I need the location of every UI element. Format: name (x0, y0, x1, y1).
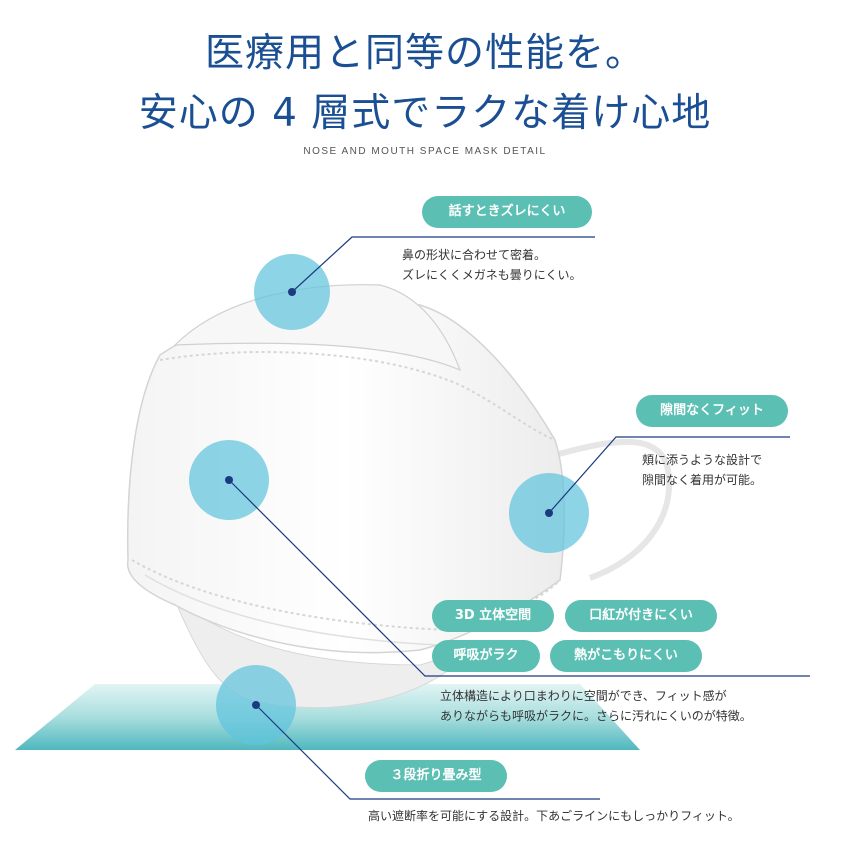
desc-space-line1: 立体構造により口まわりに空間ができ、フィット感が (440, 689, 727, 703)
title-line-1: 医療用と同等の性能を。 (204, 31, 645, 76)
callout-dot (545, 509, 553, 517)
subtitle: NOSE AND MOUTH SPACE MASK DETAIL (303, 146, 547, 157)
title-line-2: 安心の 4 層式でラクな着け心地 (138, 91, 712, 136)
desc-space-line2: ありながらも呼吸がラクに。さらに汚れにくいのが特徴。 (440, 709, 752, 723)
pill-lipstick: 口紅が付きにくい (565, 600, 717, 632)
mask-seam (144, 574, 441, 646)
mask-seam (159, 351, 556, 441)
desc-fit-line1: 頬に添うような設計で (642, 453, 763, 467)
desc-nose: 鼻の形状に合わせて密着。 ズレにくくメガネも曇りにくい。 (402, 245, 582, 285)
desc-fold-line1: 高い遮断率を可能にする設計。下あごラインにもしっかりフィット。 (368, 809, 740, 823)
desc-fit: 頬に添うような設計で 隙間なく着用が可能。 (642, 450, 762, 490)
pill-heat: 熱がこもりにくい (550, 640, 702, 672)
pill-gapless-fit: 隙間なくフィット (636, 395, 788, 427)
leader-line-fold (255, 704, 600, 800)
platform (15, 684, 640, 750)
callout-dot (288, 288, 296, 296)
desc-nose-line1: 鼻の形状に合わせて密着。 (402, 248, 547, 262)
pill-three-fold: ３段折り畳み型 (365, 760, 507, 792)
ear-strap (554, 438, 673, 581)
leader-line-space (228, 479, 810, 677)
pill-nose-fit: 話すときズレにくい (422, 196, 592, 228)
leader-line-fit (548, 436, 790, 514)
desc-space: 立体構造により口まわりに空間ができ、フィット感が ありながらも呼吸がラクに。さら… (440, 686, 752, 726)
leader-line-nose (291, 236, 595, 293)
callout-dot (252, 701, 260, 709)
desc-fold: 高い遮断率を可能にする設計。下あごラインにもしっかりフィット。 (368, 806, 740, 826)
desc-fit-line2: 隙間なく着用が可能。 (642, 473, 763, 487)
pill-breathing: 呼吸がラク (432, 640, 540, 672)
pill-3d-space: 3D 立体空間 (432, 600, 554, 632)
callout-dot (225, 476, 233, 484)
desc-nose-line2: ズレにくくメガネも曇りにくい。 (402, 268, 582, 282)
